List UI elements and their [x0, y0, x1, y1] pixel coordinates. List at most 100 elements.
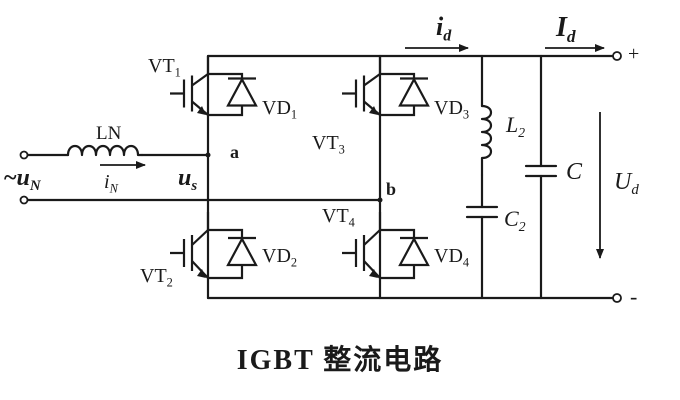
- vt4-frame-bottom: [380, 265, 416, 280]
- vt4-main: VT: [322, 205, 349, 227]
- vd3-main: VD: [434, 97, 463, 119]
- vd3-sub: 3: [462, 107, 470, 122]
- vd1-main: VD: [262, 97, 291, 119]
- vt3-igbt-gate: [342, 79, 358, 108]
- vt4-igbt-gate: [342, 239, 358, 267]
- vt2-igbt-collector: [191, 229, 209, 246]
- vt4-frame-top: [378, 212, 416, 237]
- node-b-label: b: [386, 179, 397, 199]
- node-a-dot: [205, 152, 211, 158]
- I-d-main: I: [556, 12, 567, 43]
- i-d-sub: d: [443, 27, 452, 45]
- vt3-frame-bottom: [380, 105, 416, 117]
- node-a-label: a: [230, 142, 239, 162]
- positive-terminal: [612, 51, 622, 61]
- negative-terminal: [612, 293, 622, 303]
- vt2-igbt-emitter-arrow: [197, 269, 206, 278]
- vt4-module: [342, 212, 430, 280]
- vt1-igbt-emitter-arrow: [197, 106, 206, 115]
- vt1-frame-top: [206, 56, 244, 78]
- vt3-igbt-emitter-arrow: [369, 106, 378, 115]
- vd2-label: VD2: [262, 246, 297, 269]
- vd1-sub: 1: [290, 107, 298, 122]
- ac-terminal-top: [19, 150, 29, 160]
- vd4-diode-triangle: [398, 236, 430, 267]
- i-d-label: id: [436, 14, 451, 45]
- vt3-label: VT3: [312, 133, 345, 156]
- vd2-sub: 2: [290, 255, 298, 270]
- vd4-main: VD: [434, 245, 463, 267]
- vt1-module: [170, 56, 258, 117]
- l2-sub: 2: [518, 124, 526, 140]
- i-n-sub: N: [109, 181, 118, 196]
- vt2-igbt-gate: [170, 239, 186, 267]
- vt1-igbt-gate: [170, 79, 186, 108]
- vt4-sub: 4: [348, 215, 355, 230]
- vt4-igbt-collector: [363, 229, 381, 246]
- vd4-label: VD4: [434, 246, 469, 269]
- u-s-label: us: [178, 166, 197, 194]
- vt3-sub: 3: [338, 142, 345, 157]
- inductor-ln: [66, 144, 144, 157]
- minus-label: -: [630, 284, 638, 309]
- vt1-label: VT1: [148, 56, 181, 79]
- c2-sub: 2: [518, 218, 526, 234]
- vt4-igbt-emitter-arrow: [369, 269, 378, 278]
- ln-label: LN: [96, 123, 122, 144]
- vt3-igbt-emitter: [363, 100, 381, 116]
- vt3-igbt-collector: [363, 73, 381, 87]
- l2-main: L: [506, 112, 519, 137]
- plus-label: +: [628, 43, 640, 65]
- vt1-frame-bottom: [208, 105, 244, 117]
- source-sub: N: [29, 178, 41, 195]
- vd3-label: VD3: [434, 98, 469, 121]
- vd1-diode-triangle: [226, 77, 258, 107]
- vt1-igbt-emitter: [191, 100, 209, 116]
- vd2-diode-triangle: [226, 236, 258, 267]
- vt4-label: VT4: [322, 206, 355, 229]
- capacitor-c2: [465, 205, 499, 219]
- l2-label: L2: [506, 112, 526, 140]
- c2-main: C: [504, 206, 519, 231]
- inductor-l2: [480, 104, 493, 177]
- vd2-main: VD: [262, 245, 291, 267]
- source-tilde: ~: [4, 165, 17, 191]
- vd1-label: VD1: [262, 98, 297, 121]
- I-d-sub: d: [566, 27, 576, 47]
- vt3-module: [342, 56, 430, 117]
- node-b-dot: [377, 197, 383, 203]
- capacitor-c: [524, 164, 558, 178]
- vt3-frame-top: [378, 56, 416, 78]
- vd4-sub: 4: [462, 255, 470, 270]
- i-n-label: iN: [104, 172, 118, 195]
- u-d-main: U: [614, 169, 632, 195]
- vt2-main: VT: [140, 265, 167, 287]
- u-s-sub: s: [191, 178, 198, 195]
- ac-terminal-bottom: [19, 195, 29, 205]
- vt2-frame-top: [206, 212, 244, 237]
- u-s-main: u: [178, 165, 192, 191]
- i-n-main: i: [104, 171, 110, 193]
- I-d-label: Id: [556, 12, 576, 47]
- u-d-label: Ud: [614, 170, 639, 198]
- c-label: C: [566, 159, 583, 185]
- vt4-igbt-emitter: [363, 260, 381, 279]
- figure-caption: IGBT 整流电路: [236, 345, 444, 376]
- source-main: u: [16, 165, 30, 191]
- vt2-sub: 2: [166, 275, 173, 290]
- vt2-frame-bottom: [208, 265, 244, 280]
- vt3-main: VT: [312, 132, 339, 154]
- i-d-main: i: [436, 12, 444, 41]
- c2-label: C2: [504, 206, 526, 234]
- source-label: ~uN: [4, 166, 41, 194]
- vt2-module: [170, 212, 258, 280]
- vt1-sub: 1: [174, 65, 181, 80]
- vt1-igbt-collector: [191, 73, 209, 87]
- vt1-main: VT: [148, 55, 175, 77]
- vd3-diode-triangle: [398, 77, 430, 107]
- vt2-igbt-emitter: [191, 260, 209, 279]
- u-d-sub: d: [631, 182, 639, 199]
- vt2-label: VT2: [140, 266, 173, 289]
